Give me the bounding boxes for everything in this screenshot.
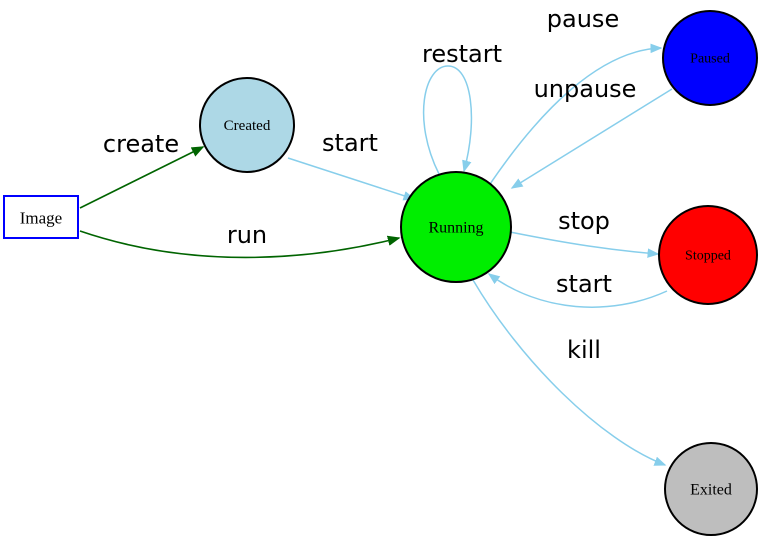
- node-shape-created: [199, 77, 295, 173]
- edge-label-create: create: [103, 130, 179, 158]
- node-shape-exited: [664, 442, 758, 536]
- edge-labels-layer: create run start pause unpause restart stop sta…: [103, 5, 637, 364]
- node-label-created: Created: [224, 118, 271, 134]
- edge-label-stop: stop: [558, 207, 610, 235]
- node-shape-image: [3, 195, 79, 239]
- edge-label-kill: kill: [567, 336, 601, 364]
- edge-restart: [422, 65, 473, 175]
- node-label-exited: Exited: [690, 482, 732, 499]
- edge-label-unpause: unpause: [534, 75, 637, 103]
- node-shape-running: [400, 171, 512, 283]
- edge-start-stopped: [487, 273, 668, 308]
- edge-label-start-stopped: start: [556, 270, 612, 298]
- edge-label-start-created: start: [322, 129, 378, 157]
- edge-stop: [509, 231, 660, 258]
- node-label-image: Image: [20, 209, 62, 228]
- node-exited[interactable]: Exited: [664, 442, 758, 536]
- edge-run: [79, 230, 401, 259]
- edges-layer: [79, 43, 673, 466]
- node-shape-paused: [662, 10, 758, 106]
- node-paused[interactable]: Paused: [662, 10, 758, 106]
- edge-label-restart: restart: [422, 40, 502, 68]
- node-running[interactable]: Running: [400, 171, 512, 283]
- node-label-running: Running: [428, 220, 483, 237]
- node-created[interactable]: Created: [199, 77, 295, 173]
- edge-create: [79, 146, 205, 209]
- edge-label-pause: pause: [547, 5, 619, 33]
- edge-start-created: [287, 157, 416, 201]
- edge-unpause: [510, 88, 673, 189]
- node-label-stopped: Stopped: [685, 249, 731, 264]
- node-stopped[interactable]: Stopped: [658, 205, 758, 305]
- node-label-paused: Paused: [690, 52, 730, 67]
- node-image[interactable]: Image: [3, 195, 79, 239]
- node-shape-stopped: [658, 205, 758, 305]
- edge-kill: [472, 279, 667, 466]
- edge-pause: [487, 43, 663, 188]
- edge-label-run: run: [227, 221, 267, 249]
